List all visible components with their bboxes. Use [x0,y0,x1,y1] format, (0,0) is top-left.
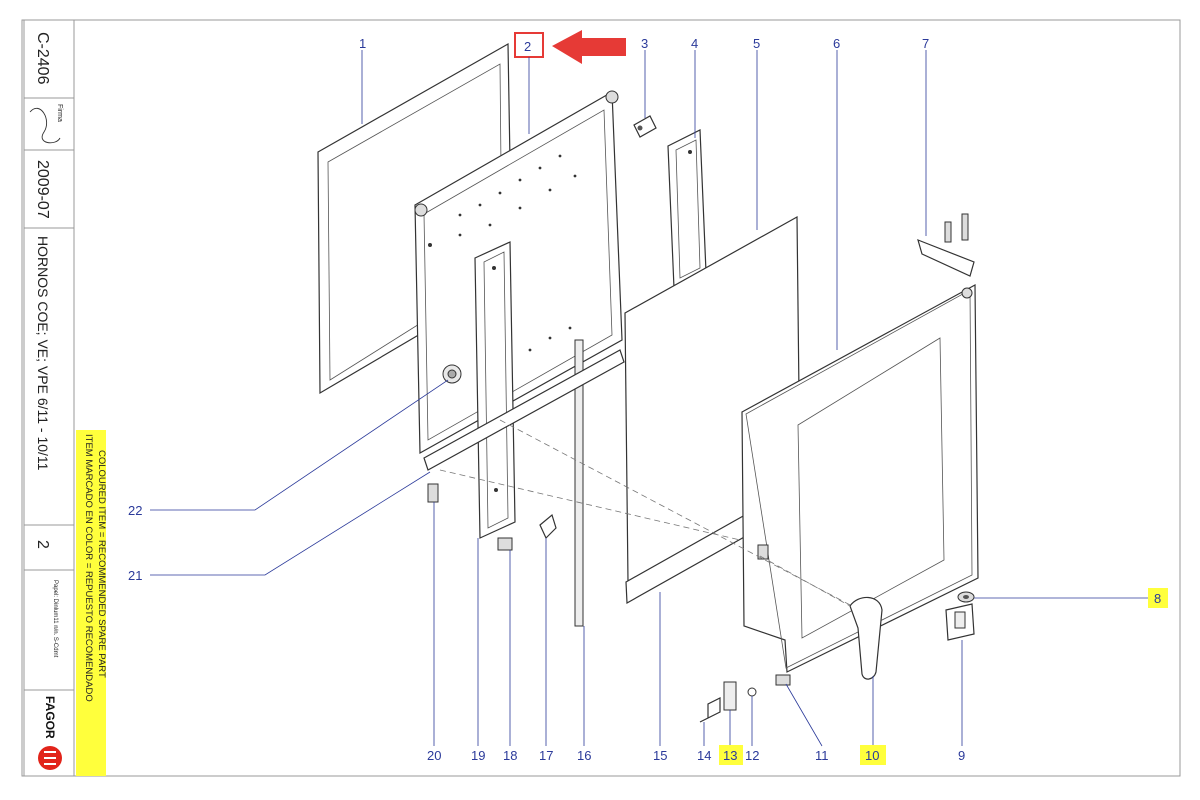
callout-21: 21 [128,568,142,583]
callout-11: 11 [815,748,829,763]
callout-17: 17 [539,748,553,763]
part-8-bushing [957,591,975,603]
part-12-washer [747,687,757,697]
part-21-rail [423,349,625,471]
part-4-vertical-profile [667,129,707,289]
callout-6: 6 [833,36,840,51]
part-6-door-frame [741,283,979,673]
part-2-inner-panel [414,90,623,455]
assembly-line-a [499,419,853,607]
assembly-line-b [439,469,741,541]
callout-22: 22 [128,503,142,518]
highlight-8 [1148,588,1168,608]
part-17-hook-clip [539,513,557,540]
callout-14: 14 [697,748,711,763]
part-11-screw [775,674,791,686]
part-9-bottom-hinge [945,603,975,641]
sheet-number: 2 [34,540,51,549]
firma-label: Firma [56,104,63,122]
part-16-seal-rod [574,339,584,627]
part-7-hinge-plate [917,213,975,277]
part-3-clip [633,115,657,138]
callout-12: 12 [745,748,759,763]
part-10-handle [849,596,883,680]
callout-5: 5 [753,36,760,51]
assembly-line-c [759,555,851,607]
title-block: C-2406 Firma 2009-07 HORNOS COE; VE; VPE… [23,19,75,777]
callout-16: 16 [577,748,591,763]
highlight-13 [719,745,743,765]
part-20-pin [427,483,439,503]
drawing-number: C-2406 [34,32,51,85]
apparatus-name: HORNOS COE; VE; VPE 6/11 - 10/11 [35,236,51,471]
callout-labels: 1 2 3 4 5 6 7 8 9 10 11 12 13 14 15 16 1… [128,36,1161,763]
spare-part-legend: ITEM MARCADO EN COLOR = REPUESTO RECOMEN… [76,430,107,776]
callout-18: 18 [503,748,517,763]
callout-10: 10 [865,748,879,763]
callout-leaders [150,50,1150,747]
paper-note: Papel: Dinlum11 n/n. S-Cdmt [52,580,58,658]
callout-20: 20 [427,748,441,763]
part-13-latch [723,681,737,711]
callout-3: 3 [641,36,648,51]
callout-1: 1 [359,36,366,51]
callout-15: 15 [653,748,667,763]
part-18-block [497,537,513,551]
highlight-10 [860,745,886,765]
part-14-bracket [699,697,721,723]
date-value: 2009-07 [34,160,51,219]
brand-logo-text: FAGOR [43,696,57,739]
drawing-frame [21,19,1181,777]
signature-mark [29,107,61,144]
legend-english: COLOURED ITEM = RECOMMENDED SPARE PART [96,450,107,678]
callout-9: 9 [958,748,965,763]
highlight-arrow [552,30,626,64]
callout-13: 13 [723,748,737,763]
callout-4: 4 [691,36,698,51]
callout-19: 19 [471,748,485,763]
legend-spanish: ITEM MARCADO EN COLOR = REPUESTO RECOMEN… [83,434,94,702]
callout-2: 2 [524,39,531,54]
callout-7: 7 [922,36,929,51]
callout-8: 8 [1154,591,1161,606]
part-19-vertical-bar [474,241,516,539]
